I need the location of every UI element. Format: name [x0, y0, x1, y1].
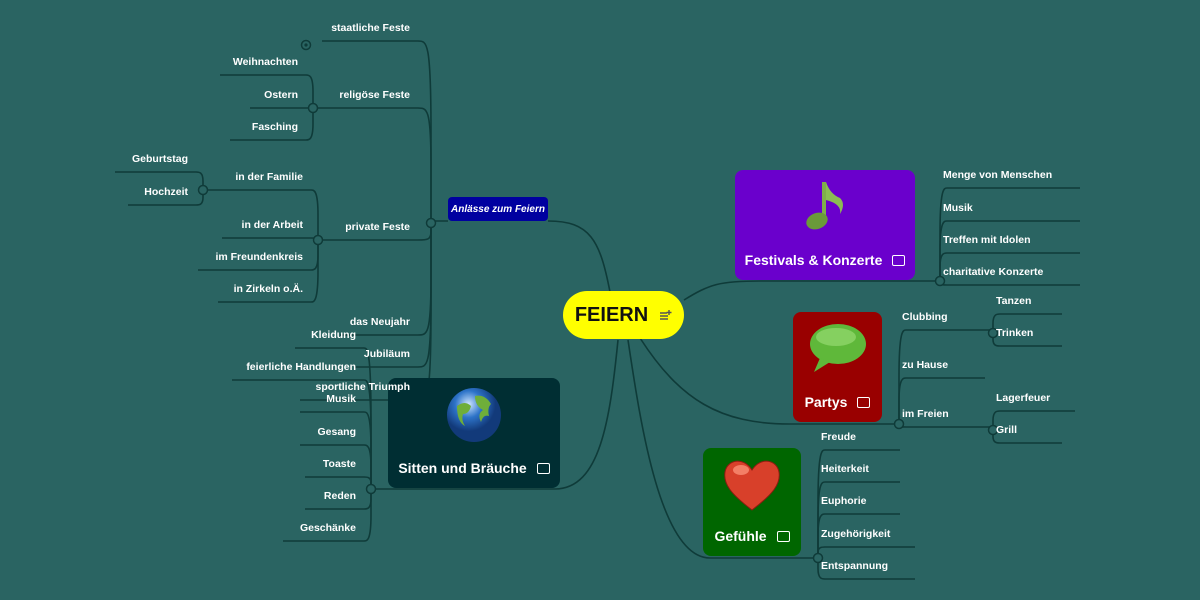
branch-hub[interactable]	[197, 184, 209, 196]
topic-festivals-children-2[interactable]: Treffen mit Idolen	[943, 234, 1031, 246]
image-icon[interactable]	[857, 396, 871, 408]
topic-anlaesse-religioese-children-1[interactable]: Ostern	[264, 89, 298, 101]
topic-partys-freien-label[interactable]: im Freien	[902, 408, 949, 420]
node-partys[interactable]: Partys	[793, 312, 882, 422]
branch-hub[interactable]	[987, 424, 999, 436]
root-node-feiern[interactable]: FEIERN	[563, 291, 684, 339]
topic-festivals-children-0[interactable]: Menge von Menschen	[943, 169, 1053, 181]
topic-sitten-children-0[interactable]: Kleidung	[311, 329, 356, 341]
topic-sitten-children-1[interactable]: feierliche Handlungen	[246, 361, 356, 373]
topic-sitten-children-3[interactable]: Gesang	[317, 426, 356, 438]
connector	[203, 189, 319, 240]
branch-hub[interactable]	[934, 275, 946, 287]
topic-gefuehle-children-0[interactable]: Freude	[821, 431, 857, 443]
topic-anlaesse-private-familie-children-0[interactable]: Geburtstag	[131, 153, 188, 165]
topic-partys-clubbing-children-0[interactable]: Tanzen	[996, 295, 1032, 307]
topic-gefuehle-children-2[interactable]: Euphorie	[821, 495, 867, 507]
node-festivals-konzerte[interactable]: Festivals & Konzerte	[735, 170, 915, 280]
image-icon[interactable]	[536, 462, 550, 474]
image-icon[interactable]	[776, 530, 790, 542]
connector	[222, 237, 319, 240]
node-label: Anlässe zum Feiern	[451, 203, 545, 215]
topic-festivals-children-1[interactable]: Musik	[943, 202, 973, 214]
branch-hub[interactable]	[312, 234, 324, 246]
connector	[627, 339, 818, 559]
topic-anlaesse-private-children-2[interactable]: in Zirkeln o.Ä.	[233, 283, 303, 295]
node-sitten-und-braeuche[interactable]: Sitten und Bräuche	[388, 378, 560, 488]
topic-partys-zuhause[interactable]: zu Hause	[902, 359, 949, 371]
topic-sitten-children-5[interactable]: Reden	[323, 490, 356, 502]
topic-gefuehle-children-3[interactable]: Zugehörigkeit	[821, 528, 891, 540]
topic-anlaesse-private-familie-children-1[interactable]: Hochzeit	[144, 186, 188, 198]
branch-hub[interactable]	[365, 483, 377, 495]
topic-anlaesse-staatliche[interactable]: staatliche Feste	[331, 22, 410, 34]
topic-festivals-children-3[interactable]: charitative Konzerte	[943, 266, 1044, 278]
topic-anlaesse-religioese-children-2[interactable]: Fasching	[251, 121, 298, 133]
topic-sitten-children-6[interactable]: Geschänke	[299, 522, 356, 534]
topic-anlaesse-others-1[interactable]: Jubiläum	[363, 348, 410, 360]
node-label: Partys	[804, 394, 848, 410]
node-gefuehle[interactable]: Gefühle	[703, 448, 801, 556]
globe-icon	[447, 388, 501, 442]
topic-anlaesse-religioese-children-0[interactable]: Weihnachten	[232, 56, 298, 68]
connector	[355, 223, 432, 368]
topic-anlaesse-others-0[interactable]: das Neujahr	[349, 316, 410, 328]
topic-gefuehle-children-1[interactable]: Heiterkeit	[821, 463, 869, 475]
branch-hub[interactable]	[812, 552, 824, 564]
topic-anlaesse-private-label[interactable]: private Feste	[345, 221, 410, 233]
connector	[547, 220, 611, 293]
branch-hub[interactable]	[425, 217, 437, 229]
notes-icon[interactable]	[660, 309, 672, 321]
connector	[305, 476, 372, 489]
connector	[371, 339, 619, 490]
topic-partys-clubbing-children-1[interactable]: Trinken	[996, 327, 1034, 339]
topic-partys-freien-children-1[interactable]: Grill	[996, 424, 1018, 436]
topic-partys-freien-children-0[interactable]: Lagerfeuer	[996, 392, 1051, 404]
music-note-icon	[806, 182, 843, 230]
speech-bubble-icon	[809, 324, 866, 372]
topic-gefuehle-children-4[interactable]: Entspannung	[821, 560, 889, 572]
connector	[322, 40, 432, 223]
connector	[683, 280, 940, 301]
branch-hub[interactable]	[893, 418, 905, 430]
node-label: Gefühle	[714, 528, 767, 544]
connector	[898, 424, 993, 428]
topic-anlaesse-religioese-label[interactable]: religöse Feste	[339, 89, 410, 101]
connector	[817, 546, 915, 558]
image-icon[interactable]	[892, 254, 906, 266]
topic-sitten-children-4[interactable]: Toaste	[322, 458, 356, 470]
topic-anlaesse-private-children-0[interactable]: in der Arbeit	[241, 219, 303, 231]
topic-anlaesse-private-familie-label[interactable]: in der Familie	[235, 171, 303, 183]
topic-sitten-children-2[interactable]: Musik	[326, 393, 356, 405]
heart-icon	[724, 460, 780, 511]
branch-hub[interactable]	[987, 327, 999, 339]
connector	[939, 281, 1080, 286]
node-label: Sitten und Bräuche	[398, 460, 527, 476]
root-label: FEIERN	[574, 303, 649, 326]
topic-anlaesse-private-children-1[interactable]: im Freundenkreis	[215, 251, 303, 263]
branch-hub[interactable]	[307, 102, 319, 114]
node-anlaesse-zum-feiern[interactable]: Anlässe zum Feiern	[448, 197, 548, 221]
topic-partys-clubbing-label[interactable]: Clubbing	[902, 311, 948, 323]
connector	[313, 107, 432, 223]
node-label: Festivals & Konzerte	[744, 252, 883, 268]
connector	[639, 337, 899, 425]
topic-anlaesse-others-2[interactable]: sportliche Triumph	[315, 381, 410, 393]
